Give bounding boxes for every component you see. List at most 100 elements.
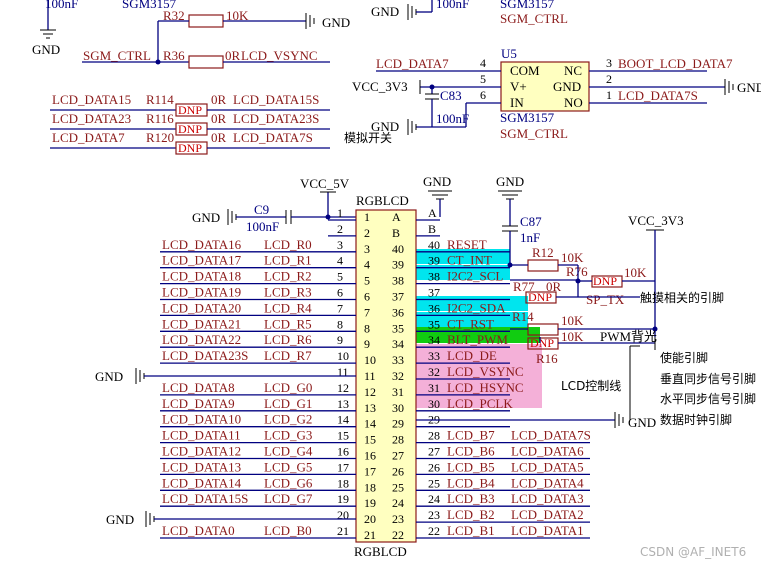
inner-pin-left: 4 [364,258,370,272]
dnp-row-value: 0R [211,130,227,145]
r77-dnp: DNP [528,290,552,304]
left-net-label: LCD_DATA8 [162,380,235,395]
u5-gnd: GND [737,80,761,95]
right-pin-number: 23 [428,508,440,522]
r16-value: 10K [561,329,584,344]
u5-pin-in: IN [510,95,524,110]
right-sig-label: I2C2_SDA [447,300,506,315]
left-pin-number: 14 [337,413,349,427]
inner-pin-left: 3 [364,242,370,256]
r76-ref: R76 [566,264,588,279]
left-pin-number: 11 [337,365,349,379]
r32-gnd: GND [322,15,350,30]
c9-value: 100nF [246,219,279,234]
right-pin-number: 27 [428,445,440,459]
right-sig-label: LCD_B7 [447,428,495,443]
left-net-label: LCD_DATA22 [162,332,241,347]
left-sig-label: LCD_R6 [264,332,312,347]
r14-ref: R14 [512,309,534,324]
right-sig-label: LCD_B1 [447,523,495,538]
left-net-label: LCD_DATA14 [162,475,242,490]
dnp-row-ref: R116 [146,111,174,126]
right-sig-label: LCD_B3 [447,491,495,506]
inner-pin-left: 13 [364,401,376,415]
right-sig-label: LCD_B5 [447,459,495,474]
r16-ref: R16 [536,351,558,366]
inner-pin-left: 9 [364,337,370,351]
inner-pin-right: 28 [392,433,404,447]
chip-partial-tl: SGM3157 [122,0,177,11]
gnd-top-1: GND [423,174,451,189]
cap2-tr: 100nF [436,111,469,126]
gnd-right-29: GND [628,415,656,430]
r77-ref: R77 [513,279,535,294]
left-sig-label: LCD_R5 [264,316,312,331]
left-net-label: LCD_DATA12 [162,444,241,459]
inner-pin-right: 27 [392,449,404,463]
sp-tx-label: SP_TX [586,292,625,307]
left-net-label: LCD_DATA17 [162,253,242,268]
left-gnd-symbols: GND GND [95,368,356,527]
left-pin-number: 16 [337,445,349,459]
inner-pin-left: 20 [364,512,376,526]
chip-partial-tr: SGM3157 [500,0,555,11]
left-sig-label: LCD_G2 [264,412,312,427]
c9-gnd: GND [192,210,220,225]
inner-pin-right: 40 [392,242,404,256]
right-net-label: LCD_DATA7S [511,428,591,443]
dnp-tag: DNP [178,103,202,117]
watermark: CSDN @AF_INET6 [640,545,746,559]
right-net-label: LCD_DATA6 [511,444,584,459]
u5-boot-net: BOOT_LCD_DATA7 [618,56,733,71]
left-net-label: LCD_DATA21 [162,316,241,331]
u5-num-4: 4 [480,56,486,70]
r32-value: 10K [226,8,249,23]
inner-pin-right: 36 [392,305,404,319]
r76-dnp: DNP [593,274,617,288]
inner-pin-right: 32 [392,369,404,383]
highlight-lcd-control [416,344,542,408]
left-net-label: LCD_DATA16 [162,237,242,252]
left-pin-number: 6 [337,286,343,300]
cap-partial-tl: 100nF [45,0,78,11]
dnp-row-left: LCD_DATA7 [52,130,125,145]
right-sig-label: LCD_VSYNC [447,364,524,379]
left-net-label: LCD_DATA10 [162,412,241,427]
dnp-row-left: LCD_DATA23 [52,111,131,126]
left-pin-number: 7 [337,301,343,315]
left-pin-number: 3 [337,238,343,252]
left-pin-number: 19 [337,492,349,506]
inner-pin-left: 6 [364,290,370,304]
inner-pin-right: B [392,226,400,240]
right-pin-number: 31 [428,381,440,395]
dnp-resistor-rows: LCD_DATA15 R114 DNP 0R LCD_DATA15S LCD_D… [50,92,330,155]
r36-net: LCD_VSYNC [241,48,318,63]
u5-pin-gnd: GND [553,79,581,94]
inner-pin-left: 10 [364,353,376,367]
right-pin-number: 24 [428,492,440,506]
right-sig-label: RESET [447,237,487,252]
r36-value: 0R [225,48,241,63]
left-sig-label: LCD_G4 [264,444,313,459]
vcc-5v-label: VCC_5V [300,176,350,191]
inner-pin-left: 7 [364,305,370,319]
dnp-row-1: LCD_DATA15 R114 DNP 0R LCD_DATA15S [50,92,330,117]
inner-pin-left: 14 [364,417,376,431]
dnp-tag: DNP [178,141,202,155]
right-pin-number: 40 [428,238,440,252]
left-sig-label: LCD_B0 [264,523,312,538]
left-net-label: LCD_DATA20 [162,300,241,315]
left-sig-label: LCD_R7 [264,348,312,363]
left-net-label: LCD_DATA0 [162,523,235,538]
u5-ctrl: SGM_CTRL [500,126,568,141]
right-sig-label: LCD_B6 [447,444,495,459]
dnp-row-3: LCD_DATA7 R120 DNP 0R LCD_DATA7S [50,130,330,155]
connector-body [355,209,417,543]
sgm-ctrl-tr: SGM_CTRL [500,11,568,26]
vcc-3v3-tr: VCC_3V3 [352,79,408,94]
r36-ref: R36 [163,48,185,63]
inner-pin-left: 21 [364,528,376,542]
inner-pin-right: 31 [392,385,404,399]
